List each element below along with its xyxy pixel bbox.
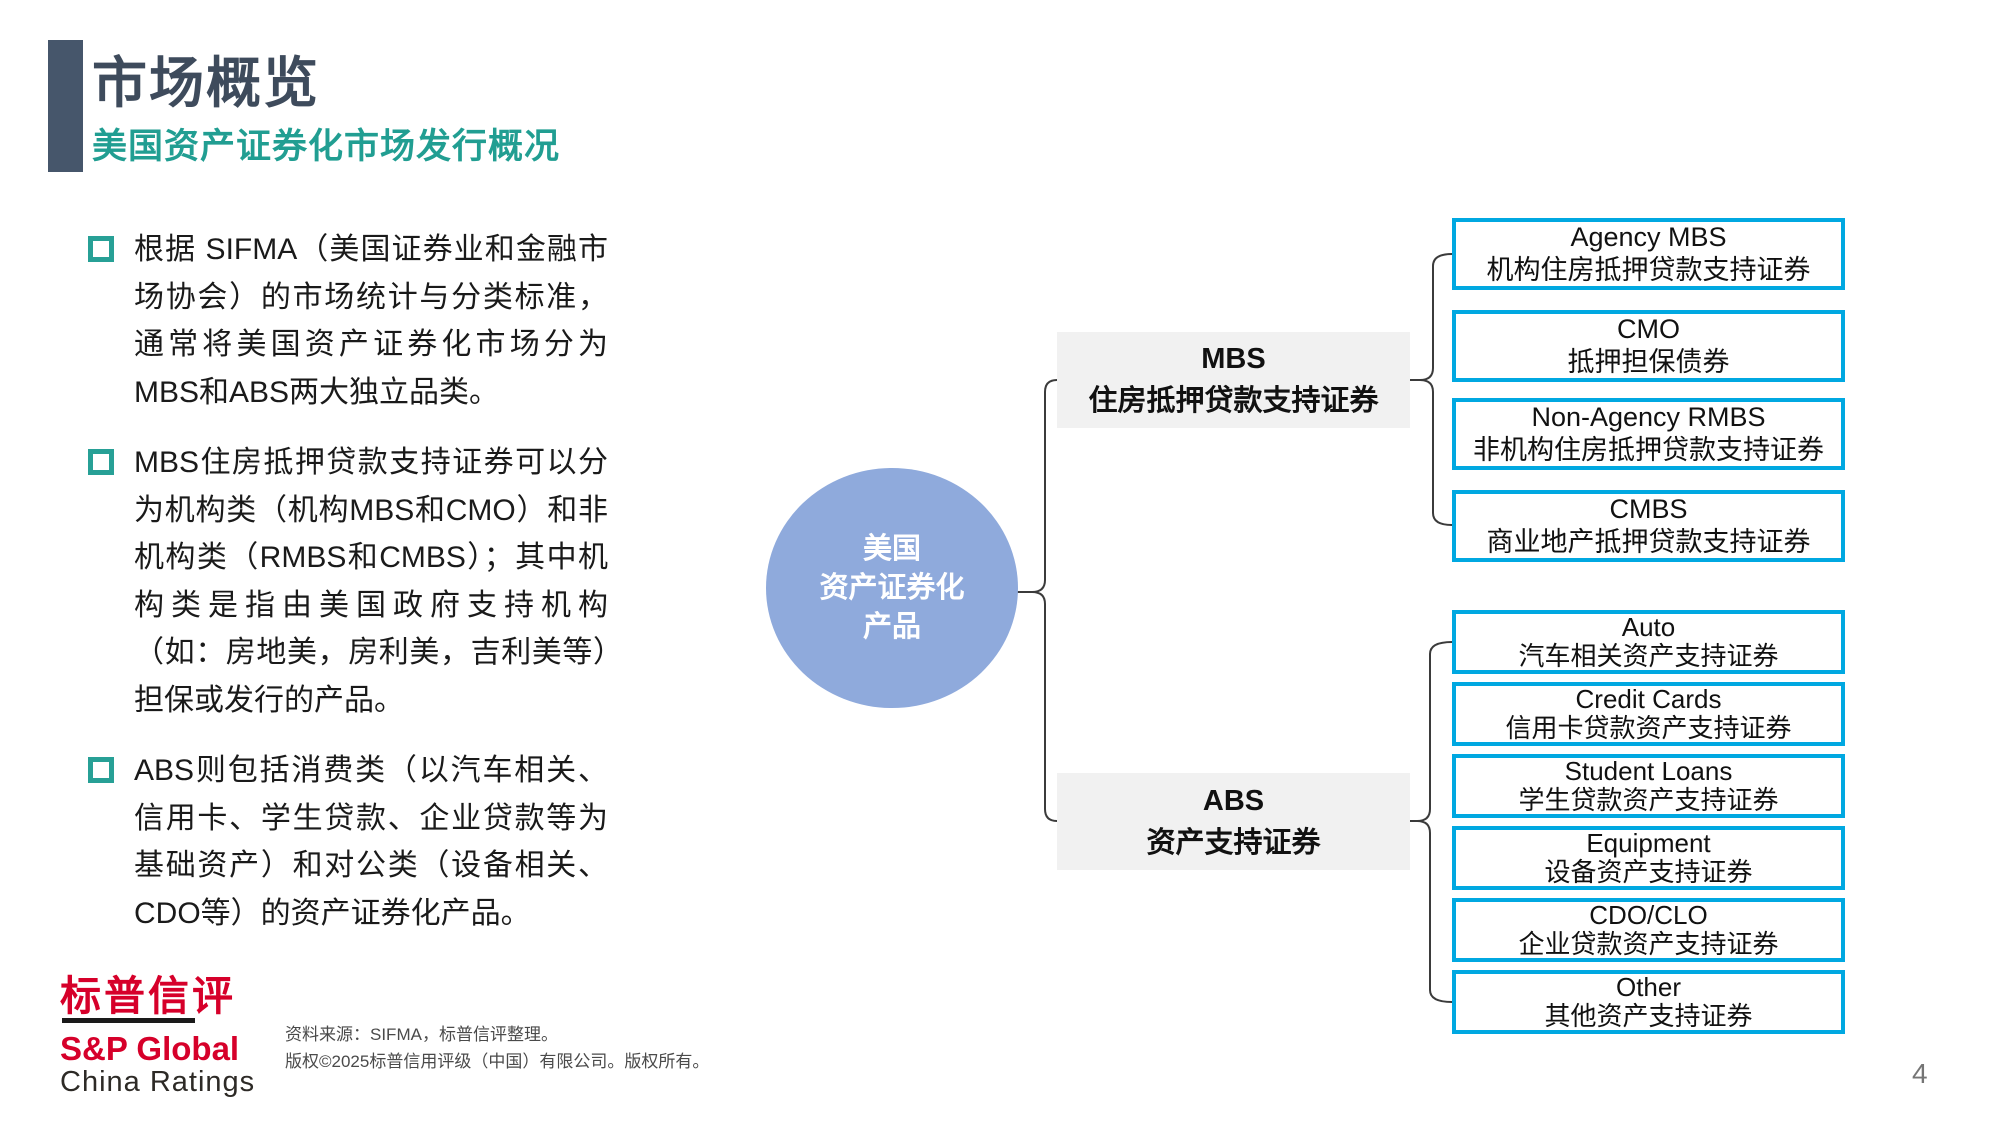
box-label-en: Auto bbox=[1621, 612, 1676, 642]
box-label-en: Other bbox=[1615, 972, 1682, 1002]
page-subtitle: 美国资产证券化市场发行概况 bbox=[92, 127, 561, 166]
logo-china-ratings: China Ratings bbox=[60, 1066, 256, 1098]
box-label-en: CMBS bbox=[1609, 494, 1688, 524]
bullet-item: ABS则包括消费类（以汽车相关、信用卡、学生贷款、企业贷款等为基础资产）和对公类… bbox=[88, 747, 608, 937]
box-auto: Auto 汽车相关资产支持证券 bbox=[1452, 610, 1845, 674]
node-abs: ABS 资产支持证券 bbox=[1057, 773, 1410, 870]
page-title: 市场概览 bbox=[92, 52, 321, 114]
box-agency-mbs: Agency MBS 机构住房抵押贷款支持证券 bbox=[1452, 218, 1845, 290]
box-label-en: Student Loans bbox=[1564, 756, 1733, 786]
bullet-list: 根据 SIFMA（美国证券业和金融市场协会）的市场统计与分类标准，通常将美国资产… bbox=[88, 226, 608, 960]
root-node-us-securitization: 美国 资产证券化 产品 bbox=[766, 468, 1018, 708]
bullet-text: 根据 SIFMA（美国证券业和金融市场协会）的市场统计与分类标准，通常将美国资产… bbox=[134, 233, 608, 409]
logo-brand-chinese: 标普信评 bbox=[60, 973, 236, 1019]
node-abs-zh: 资产支持证券 bbox=[1146, 826, 1321, 859]
box-label-zh: 学生贷款资产支持证券 bbox=[1518, 785, 1779, 815]
box-label-en: Agency MBS bbox=[1570, 222, 1727, 252]
bullet-item: 根据 SIFMA（美国证券业和金融市场协会）的市场统计与分类标准，通常将美国资产… bbox=[88, 226, 608, 416]
box-student-loans: Student Loans 学生贷款资产支持证券 bbox=[1452, 754, 1845, 818]
bullet-text: MBS住房抵押贷款支持证券可以分为机构类（机构MBS和CMO）和非机构类（RMB… bbox=[134, 446, 608, 717]
square-bullet-icon bbox=[88, 757, 114, 783]
root-node-label-line: 产品 bbox=[862, 610, 921, 643]
node-abs-en: ABS bbox=[1202, 784, 1265, 817]
box-equipment: Equipment 设备资产支持证券 bbox=[1452, 826, 1845, 890]
root-node-label-line: 资产证券化 bbox=[819, 571, 965, 604]
node-mbs-zh: 住房抵押贷款支持证券 bbox=[1088, 385, 1379, 417]
node-mbs: MBS 住房抵押贷款支持证券 bbox=[1057, 332, 1410, 428]
box-non-agency-rmbs: Non-Agency RMBS 非机构住房抵押贷款支持证券 bbox=[1452, 398, 1845, 470]
bullet-item: MBS住房抵押贷款支持证券可以分为机构类（机构MBS和CMO）和非机构类（RMB… bbox=[88, 439, 608, 724]
box-credit-cards: Credit Cards 信用卡贷款资产支持证券 bbox=[1452, 682, 1845, 746]
box-label-zh: 非机构住房抵押贷款支持证券 bbox=[1473, 435, 1824, 465]
page-number: 4 bbox=[1912, 1058, 1928, 1089]
box-other: Other 其他资产支持证券 bbox=[1452, 970, 1845, 1034]
box-label-zh: 汽车相关资产支持证券 bbox=[1518, 641, 1779, 671]
box-label-en: Credit Cards bbox=[1575, 684, 1722, 714]
logo-sp-global: S&P Global bbox=[60, 1030, 240, 1067]
bullet-text: ABS则包括消费类（以汽车相关、信用卡、学生贷款、企业贷款等为基础资产）和对公类… bbox=[134, 754, 608, 930]
box-label-zh: 信用卡贷款资产支持证券 bbox=[1505, 713, 1792, 743]
box-label-en: Non-Agency RMBS bbox=[1531, 402, 1766, 432]
box-cmbs: CMBS 商业地产抵押贷款支持证券 bbox=[1452, 490, 1845, 562]
title-accent-bar bbox=[48, 40, 83, 172]
logo-divider bbox=[62, 1018, 195, 1023]
square-bullet-icon bbox=[88, 449, 114, 475]
box-cdo-clo: CDO/CLO 企业贷款资产支持证券 bbox=[1452, 898, 1845, 962]
box-label-en: CDO/CLO bbox=[1589, 900, 1708, 930]
box-label-zh: 机构住房抵押贷款支持证券 bbox=[1486, 255, 1811, 285]
node-mbs-en: MBS bbox=[1201, 343, 1266, 375]
root-node-label-line: 美国 bbox=[862, 532, 921, 565]
box-cmo: CMO 抵押担保债券 bbox=[1452, 310, 1845, 382]
box-label-zh: 其他资产支持证券 bbox=[1544, 1001, 1753, 1031]
copyright-note: 版权©2025标普信用评级（中国）有限公司。版权所有。 bbox=[285, 1052, 710, 1071]
source-note: 资料来源：SIFMA，标普信评整理。 bbox=[285, 1025, 558, 1044]
box-label-en: CMO bbox=[1617, 314, 1680, 344]
box-label-zh: 企业贷款资产支持证券 bbox=[1518, 929, 1779, 959]
box-label-zh: 设备资产支持证券 bbox=[1544, 857, 1753, 887]
square-bullet-icon bbox=[88, 236, 114, 262]
box-label-zh: 抵押担保债券 bbox=[1567, 347, 1730, 377]
box-label-en: Equipment bbox=[1586, 828, 1711, 858]
box-label-zh: 商业地产抵押贷款支持证券 bbox=[1486, 527, 1811, 557]
